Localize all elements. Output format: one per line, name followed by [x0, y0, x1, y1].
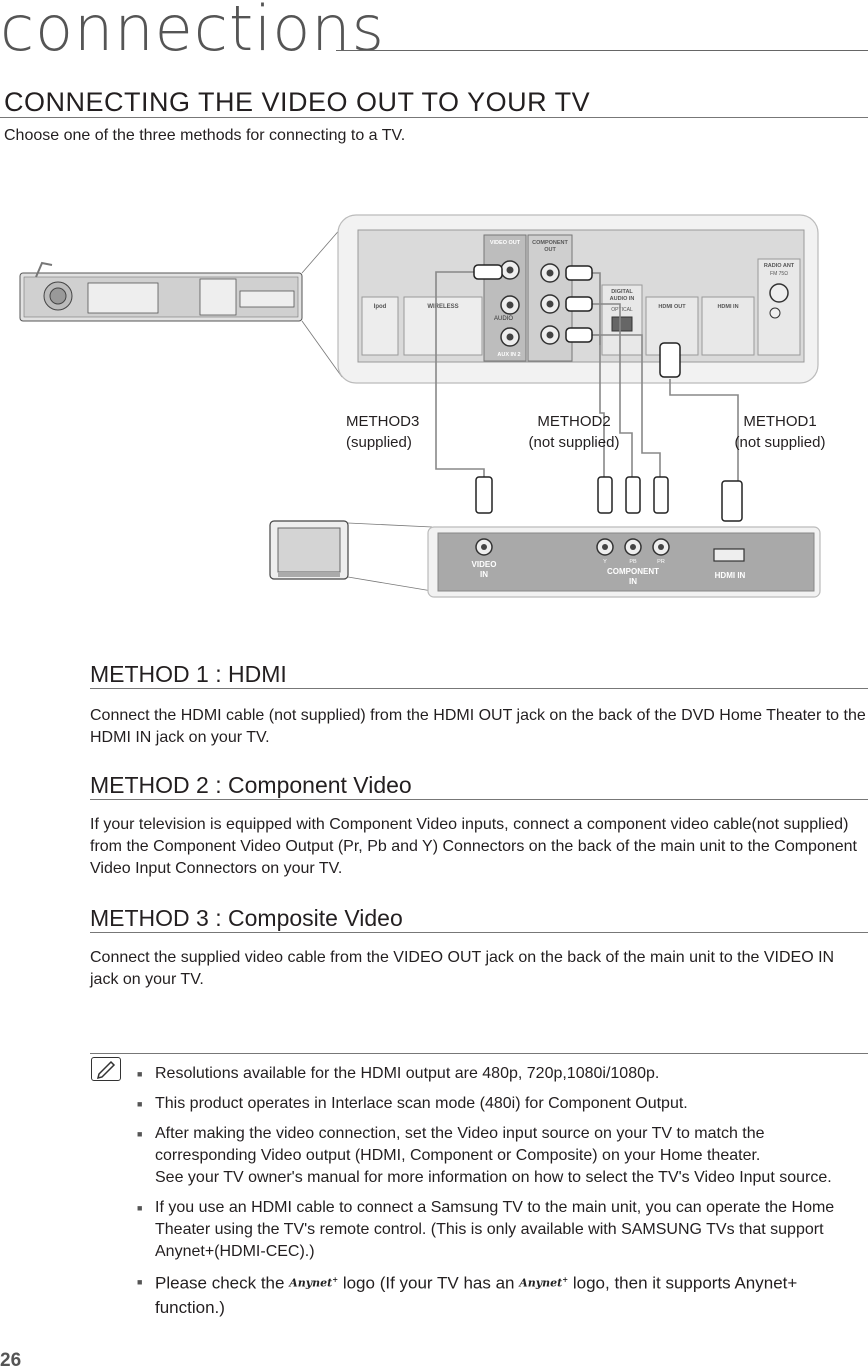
anynet-logo-sup: +: [332, 1275, 339, 1284]
label-video-out: VIDEO OUT: [490, 240, 521, 246]
anynet-logo-sup: +: [562, 1275, 569, 1284]
label-method1: METHOD1: [743, 413, 816, 430]
label-method1-sub: (not supplied): [735, 434, 826, 451]
anynet-logo-text: Anynet: [519, 1276, 563, 1290]
note-item: Please check the Anynet+ logo (If your T…: [136, 1271, 866, 1319]
method1-text: Connect the HDMI cable (not supplied) fr…: [90, 707, 866, 746]
anynet-logo: Anynet+: [289, 1269, 338, 1295]
label-video-in: VIDEO: [472, 560, 497, 569]
label-method2: METHOD2: [537, 413, 610, 430]
label-digital-audio-2: AUDIO IN: [610, 296, 635, 302]
note-item: After making the video connection, set t…: [136, 1123, 866, 1189]
method1-heading: METHOD 1 : HDMI: [90, 661, 287, 687]
note-item: This product operates in Interlace scan …: [136, 1093, 866, 1115]
home-theater-unit: [19, 261, 303, 322]
label-component-out: COMPONENT: [532, 240, 568, 246]
method3-text: Connect the supplied video cable from th…: [90, 949, 835, 988]
section-intro: Choose one of the three methods for conn…: [4, 127, 406, 144]
label-method3: METHOD3: [346, 413, 419, 430]
label-audio: AUDIO: [494, 316, 513, 322]
note-item: If you use an HDMI cable to connect a Sa…: [136, 1197, 866, 1263]
method3-rule: [90, 932, 868, 933]
method1-rule: [90, 688, 868, 689]
tv-plugs: [475, 476, 743, 522]
label-hdmi-in-unit: HDMI IN: [717, 304, 738, 310]
notes-list: Resolutions available for the HDMI outpu…: [136, 1063, 866, 1327]
unit-back-panel: VIDEO OUT AUDIO AUX IN 2 COMPONENT OUT I…: [337, 214, 819, 384]
page-number: 26: [0, 1350, 22, 1371]
connection-diagram: VIDEO OUT AUDIO AUX IN 2 COMPONENT OUT I…: [19, 214, 826, 598]
label-hdmi-out: HDMI OUT: [658, 304, 686, 310]
method2-rule: [90, 799, 868, 800]
label-wireless: WIRELESS: [427, 304, 458, 310]
label-optical: OPTICAL: [611, 307, 633, 313]
section-title: CONNECTING THE VIDEO OUT TO YOUR TV: [4, 87, 591, 117]
label-component-out-2: OUT: [544, 247, 556, 253]
note-pencil-icon: [91, 1057, 121, 1081]
label-video-in-2: IN: [480, 570, 488, 579]
label-fm: FM 75Ω: [770, 271, 788, 277]
chapter-title: connections: [0, 0, 385, 65]
chapter-rule: [336, 50, 868, 51]
tv-back-panel: VIDEO IN Y PB PR COMPONENT IN HDMI IN: [427, 526, 821, 598]
note-item-text: After making the video connection, set t…: [155, 1125, 765, 1164]
anynet-logo-text: Anynet: [289, 1276, 333, 1290]
anynet-logo: Anynet+: [519, 1269, 568, 1295]
label-pb: PB: [629, 559, 637, 565]
note-item-text-cont: See your TV owner's manual for more info…: [155, 1169, 832, 1186]
note-text-c: logo, then it supports Anynet+ function.…: [155, 1273, 798, 1317]
label-method3-sub: (supplied): [346, 434, 412, 451]
label-ipod: Ipod: [374, 304, 387, 310]
label-radio-ant: RADIO ANT: [764, 263, 795, 269]
label-method2-sub: (not supplied): [529, 434, 620, 451]
method2-heading: METHOD 2 : Component Video: [90, 772, 412, 798]
method2-text: If your television is equipped with Comp…: [90, 816, 857, 877]
label-pr: PR: [657, 559, 665, 565]
label-hdmi-in-tv: HDMI IN: [715, 571, 746, 580]
label-component-in-2: IN: [629, 577, 637, 586]
tv-set: [269, 520, 349, 580]
method3-heading: METHOD 3 : Composite Video: [90, 905, 403, 931]
note-text-b: logo (If your TV has an: [342, 1273, 515, 1293]
note-text-a: Please check the: [155, 1273, 285, 1293]
label-digital-audio: DIGITAL: [611, 289, 633, 295]
note-item: Resolutions available for the HDMI outpu…: [136, 1063, 866, 1085]
label-y: Y: [603, 559, 607, 565]
label-component-in: COMPONENT: [607, 567, 659, 576]
notes-rule: [90, 1053, 868, 1054]
unit-plugs: [473, 264, 681, 378]
section-rule: [0, 117, 868, 118]
label-aux-in: AUX IN 2: [497, 352, 520, 358]
